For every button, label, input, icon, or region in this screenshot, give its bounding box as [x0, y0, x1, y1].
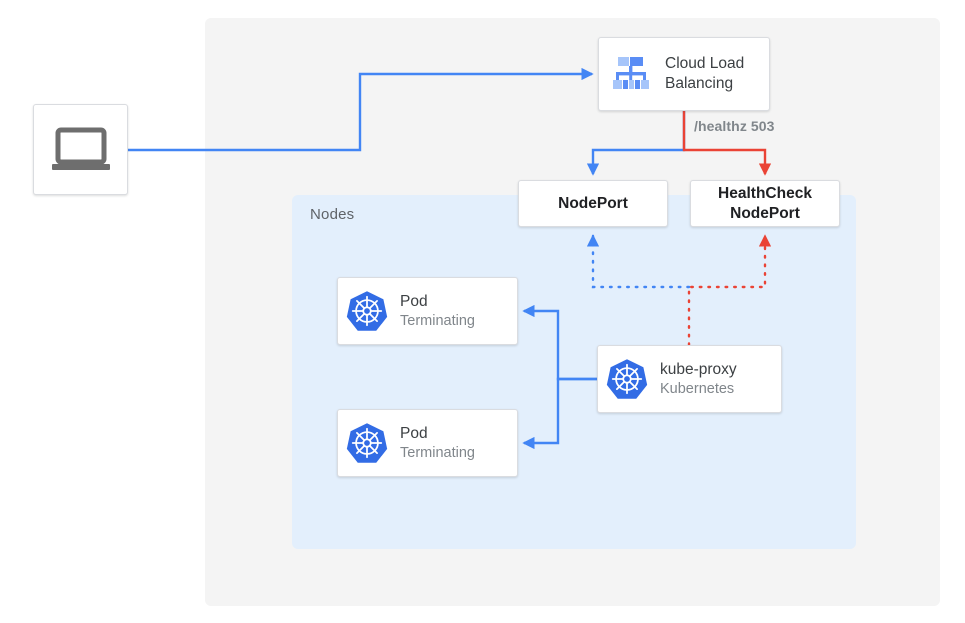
kube-proxy-title: kube-proxy: [660, 360, 737, 378]
healthcheck-nodeport-label-line-2: NodePort: [730, 204, 800, 222]
nodeport-node[interactable]: NodePort: [518, 180, 668, 227]
cloud-load-balancing-title-line-2: Balancing: [665, 75, 734, 92]
client-node[interactable]: [33, 104, 128, 195]
healthcheck-nodeport-node[interactable]: HealthCheck NodePort: [690, 180, 840, 227]
kube-proxy-node[interactable]: kube-proxy Kubernetes: [597, 345, 782, 413]
kubernetes-icon: [606, 358, 648, 400]
laptop-icon: [50, 126, 112, 174]
pod-1-title: Pod: [400, 292, 428, 310]
pod-2-status: Terminating: [400, 444, 475, 461]
nodes-panel-label: Nodes: [310, 206, 355, 223]
nodeport-label: NodePort: [558, 194, 628, 212]
cloud-load-balancing-title-line-1: Cloud Load: [665, 54, 745, 72]
cloud-load-balancing-icon: [609, 54, 653, 94]
pod-1-text: Pod Terminating: [388, 292, 517, 331]
cloud-load-balancing-text: Cloud Load Balancing: [653, 54, 769, 94]
pod-2-text: Pod Terminating: [388, 424, 517, 463]
kubernetes-icon: [346, 290, 388, 332]
healthcheck-nodeport-label-line-1: HealthCheck: [718, 185, 812, 203]
kube-proxy-text: kube-proxy Kubernetes: [648, 360, 781, 399]
healthz-edge-label: /healthz 503: [694, 118, 775, 134]
pod-2-title: Pod: [400, 424, 428, 442]
kubernetes-icon: [346, 422, 388, 464]
kube-proxy-subtitle: Kubernetes: [660, 380, 735, 397]
pod-1-status: Terminating: [400, 312, 475, 329]
healthcheck-nodeport-label: HealthCheck NodePort: [718, 184, 812, 223]
pod-2-node[interactable]: Pod Terminating: [337, 409, 518, 477]
cloud-load-balancing-node[interactable]: Cloud Load Balancing: [598, 37, 770, 111]
pod-1-node[interactable]: Pod Terminating: [337, 277, 518, 345]
